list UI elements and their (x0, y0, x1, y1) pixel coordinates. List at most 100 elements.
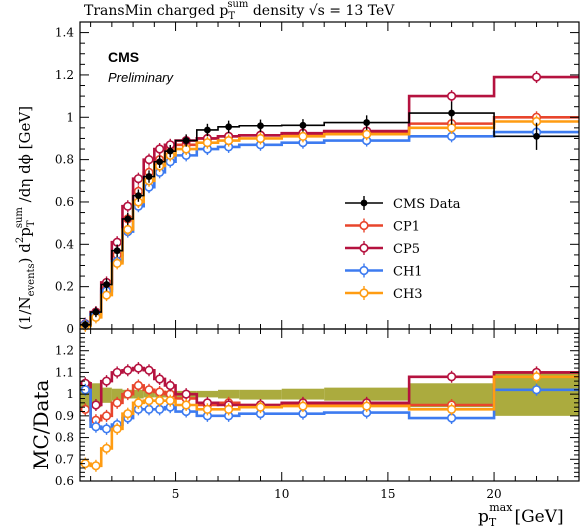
series-point-ch3 (224, 404, 234, 414)
series-point-ch3 (155, 396, 165, 406)
uncertainty-band-bin (90, 383, 102, 408)
data-point (81, 321, 89, 329)
series-point-ch3 (133, 398, 143, 408)
series-point-ch1 (531, 385, 542, 395)
uncertainty-band-bin (324, 387, 410, 401)
series-point-cp5 (446, 91, 457, 101)
series-point-ch3 (123, 224, 133, 235)
data-point (533, 132, 540, 140)
series-line-cp5 (80, 366, 579, 407)
legend-label: CMS Data (393, 197, 461, 212)
series-point-ch1 (144, 404, 154, 414)
series-point-cp5 (531, 72, 542, 82)
series-point-ch3 (531, 372, 542, 382)
y-tick-label: 0.4 (55, 237, 74, 251)
series-point-ch1 (101, 424, 112, 434)
legend-label: CP5 (393, 242, 420, 257)
series-point-ch3 (298, 131, 308, 141)
series-point-ch1 (91, 422, 101, 432)
uncertainty-band-bin (409, 383, 495, 408)
series-point-ch3 (181, 400, 191, 410)
series-point-cp5 (144, 365, 154, 375)
series-point-cp1 (144, 385, 154, 395)
x-tick-label: 15 (380, 487, 395, 501)
series-line-cp5 (80, 75, 579, 326)
legend-label: CH3 (393, 287, 423, 302)
series-point-cp5 (133, 363, 143, 373)
uncertainty-band-bin (133, 389, 144, 399)
series-point-ch3 (202, 404, 213, 414)
series-point-ch3 (255, 402, 266, 412)
series-point-cp1 (155, 387, 165, 397)
data-point (124, 215, 132, 223)
data-point (166, 147, 174, 155)
uncertainty-band-bin (111, 388, 123, 401)
x-tick-label: 20 (486, 487, 501, 501)
series-point-cp5 (123, 365, 133, 375)
y-tick-label: 0.7 (55, 452, 74, 466)
series-point-ch3 (202, 138, 213, 148)
legend-label: CP1 (393, 220, 420, 235)
data-point (113, 247, 121, 255)
x-tick-label: 10 (274, 487, 289, 501)
series-point-ch3 (123, 409, 133, 419)
y-tick-label: 1.1 (55, 365, 74, 379)
series-point-ch3 (446, 123, 457, 133)
series-point-ch3 (362, 129, 372, 139)
series-point-ch1 (155, 404, 165, 414)
y-tick-label: 1.2 (55, 68, 74, 82)
x-tick-label: 5 (172, 487, 180, 501)
uncertainty-band-bin (196, 390, 219, 398)
series-line-data (80, 112, 579, 326)
data-point (92, 308, 100, 316)
data-point (156, 158, 164, 166)
series-point-ch3 (144, 396, 154, 406)
series-point-cp5 (112, 367, 122, 378)
legend-marker (359, 265, 369, 276)
status-label: Preliminary (108, 70, 175, 85)
series-point-cp5 (155, 144, 165, 154)
series-point-cp1 (133, 380, 143, 391)
data-point (134, 192, 142, 200)
legend-label: CH1 (393, 265, 423, 280)
series-point-cp5 (165, 380, 175, 391)
series-point-cp5 (133, 174, 143, 184)
series-point-cp1 (101, 411, 112, 421)
series-point-ch3 (112, 258, 122, 268)
series-point-cp5 (144, 155, 154, 165)
data-point (299, 121, 307, 129)
y-tick-label: 1.2 (55, 344, 74, 358)
uncertainty-band-bin (281, 388, 325, 400)
series-point-cp5 (123, 201, 133, 211)
figure-title: TransMin charged pTsum density √s = 13 T… (84, 0, 395, 22)
series-point-cp5 (181, 389, 191, 399)
panel-frame (79, 328, 580, 482)
series-point-cp1 (112, 398, 122, 408)
series-point-ch1 (446, 413, 457, 423)
legend-marker (359, 288, 369, 298)
series-point-ch3 (101, 290, 112, 300)
y-tick-label: 1 (66, 110, 74, 124)
series-point-cp5 (155, 374, 165, 384)
uncertainty-band-bin (80, 381, 91, 412)
series-point-cp1 (123, 389, 133, 399)
series-point-cp5 (91, 400, 101, 410)
series-point-ch3 (446, 404, 457, 414)
series-point-ch3 (112, 424, 122, 434)
y-tick-label: 1 (66, 387, 74, 401)
legend-marker (360, 199, 368, 207)
data-point (204, 126, 211, 134)
legend-marker (359, 243, 369, 253)
series-point-cp5 (101, 376, 112, 386)
data-point (257, 122, 264, 130)
data-point (145, 173, 153, 180)
uncertainty-band-bin (218, 389, 240, 399)
x-axis-label: pTmax[GeV] (478, 501, 564, 527)
data-point (103, 281, 110, 288)
y-tick-label: 0.6 (55, 474, 74, 488)
legend-marker (359, 220, 369, 231)
series-point-ch3 (362, 401, 372, 411)
